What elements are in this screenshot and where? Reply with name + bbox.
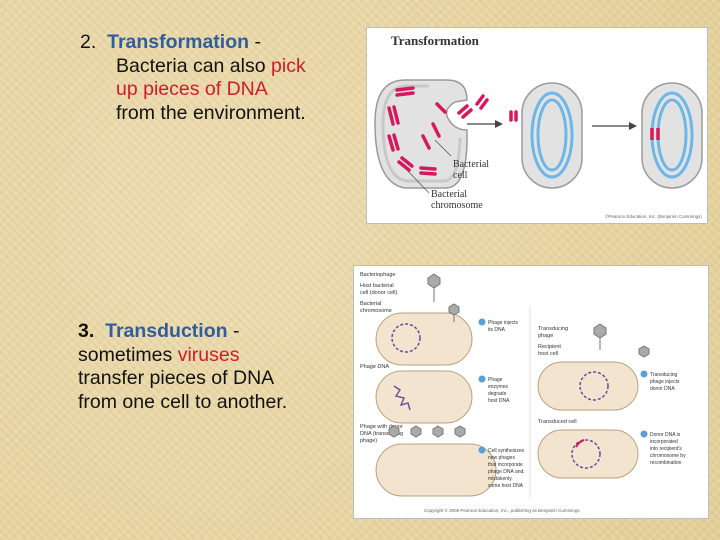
label-phage-donor-1: Phage with donor bbox=[360, 424, 403, 430]
transduction-line2: transfer pieces of DNA bbox=[78, 367, 275, 389]
label-bact-chrom-1: Bacterial bbox=[360, 301, 381, 307]
step-3-l5: mistakenly, bbox=[488, 476, 513, 482]
arrow-2-head bbox=[629, 122, 637, 130]
label-transduced-cell: Transduced cell bbox=[538, 419, 577, 425]
step-5-l5: recombination bbox=[650, 460, 682, 466]
transformation-figure: Transformation bbox=[366, 27, 708, 224]
transformation-line3: from the environment. bbox=[116, 101, 306, 124]
step-5-l4: chromosome by bbox=[650, 453, 686, 459]
step-2-l4: host DNA bbox=[488, 398, 510, 404]
label-chromosome-1: Bacterial bbox=[431, 189, 467, 200]
step-3-l2: new phages bbox=[488, 455, 515, 461]
dna-fragments-free bbox=[457, 94, 489, 119]
label-bacteriophage: Bacteriophage bbox=[360, 272, 395, 278]
transformation-credit: ©Pearson Education, Inc. (Benjamin Cummi… bbox=[605, 213, 702, 219]
cell-1-inner bbox=[381, 84, 462, 183]
step-1-l2: its DNA bbox=[488, 327, 506, 333]
step-4-l1: Transducing bbox=[650, 372, 678, 378]
transduction-text: 3. Transduction - sometimes viruses tran… bbox=[78, 320, 348, 414]
step-3-badge bbox=[478, 446, 486, 454]
transduced-cell bbox=[537, 429, 639, 479]
step-3-l1: Cell synthesizes bbox=[488, 448, 525, 454]
label-bacterial-cell-1: Bacterial bbox=[453, 159, 489, 170]
transduction-figure: Bacteriophage Host bacterial cell (donor… bbox=[353, 265, 709, 519]
transformation-figure-title: Transformation bbox=[391, 33, 480, 48]
label-line-cell bbox=[434, 139, 452, 157]
transduced-chromosome bbox=[571, 439, 601, 469]
transformation-line2: up pieces of DNA bbox=[116, 78, 268, 100]
transformation-dash: - bbox=[249, 31, 261, 53]
label-phage-dna: Phage DNA bbox=[360, 364, 389, 370]
transduction-line3: from one cell to another. bbox=[78, 390, 288, 413]
label-line-chromosome bbox=[404, 167, 430, 194]
label-bacterial-cell-2: cell bbox=[453, 170, 468, 181]
step-5-l1: Donor DNA is bbox=[650, 432, 681, 438]
recipient-chromosome bbox=[579, 371, 609, 401]
transformation-line1-red: pick bbox=[271, 54, 306, 77]
step-4-l2: phage injects bbox=[650, 379, 680, 385]
label-chromosome-2: chromosome bbox=[431, 200, 483, 211]
label-recipient-2: host cell bbox=[538, 351, 558, 357]
step-4-badge bbox=[640, 370, 648, 378]
step-5-l3: into recipient's bbox=[650, 446, 682, 452]
transduced-donor-dna bbox=[575, 439, 585, 448]
step-5-badge bbox=[640, 430, 648, 438]
recipient-cell bbox=[537, 361, 639, 411]
label-host-cell-1: Host bacterial bbox=[360, 283, 394, 289]
label-host-cell-2: cell (donor cell) bbox=[360, 290, 397, 296]
transformation-diagram: Transformation bbox=[374, 33, 703, 219]
transduction-title: Transduction bbox=[105, 320, 228, 342]
transduction-dash: - bbox=[227, 320, 240, 342]
transformation-line1: Bacteria can also bbox=[116, 54, 272, 77]
phage-group bbox=[388, 273, 650, 438]
cell-3-recombined-dna bbox=[650, 128, 660, 140]
cell-2-chromosome-outer bbox=[530, 91, 574, 179]
degraded-chromosome bbox=[393, 385, 411, 411]
transduction-line1-red: viruses bbox=[177, 343, 240, 366]
step-2-l3: degrade bbox=[488, 391, 507, 397]
step-5-l2: incorporated bbox=[650, 439, 678, 445]
donor-chromosome-1 bbox=[391, 323, 421, 353]
step-3-l4: phage DNA and, bbox=[488, 469, 525, 475]
step-3-l3: that incorporate bbox=[488, 462, 523, 468]
transduction-diagram: Bacteriophage Host bacterial cell (donor… bbox=[360, 272, 686, 513]
label-phage-donor-2: DNA (transducing bbox=[360, 431, 403, 437]
transformation-text: 2. Transformation - Bacteria can also pi… bbox=[80, 31, 360, 125]
step-4-l3: donor DNA bbox=[650, 386, 675, 392]
transduction-credit: Copyright © 2006 Pearson Education, Inc.… bbox=[424, 507, 580, 513]
step-2-l2: enzymes bbox=[488, 384, 509, 390]
dna-fragment-entering bbox=[509, 110, 518, 122]
label-recipient-1: Recipient bbox=[538, 344, 561, 350]
step-2-l1: Phage bbox=[488, 377, 503, 383]
label-bact-chrom-2: chromosome bbox=[360, 308, 392, 314]
arrow-1-head bbox=[495, 120, 503, 128]
transduction-number: 3. bbox=[78, 320, 95, 342]
label-transducing-phage-2: phage bbox=[538, 333, 553, 339]
step-3-l6: some host DNA bbox=[488, 483, 524, 489]
label-phage-donor-3: phage) bbox=[360, 438, 377, 444]
transformation-title: Transformation bbox=[107, 31, 250, 53]
transformation-number: 2. bbox=[80, 31, 97, 53]
dna-fragments-cell-1 bbox=[387, 86, 447, 176]
donor-cell-2 bbox=[375, 370, 473, 424]
donor-cell-1 bbox=[375, 312, 473, 366]
step-2-badge bbox=[478, 375, 486, 383]
donor-cell-3 bbox=[375, 443, 497, 497]
label-transducing-phage-1: Transducing bbox=[538, 326, 568, 332]
step-1-badge bbox=[478, 318, 486, 326]
transduction-line1: sometimes bbox=[78, 343, 178, 366]
cell-2-chromosome-inner bbox=[536, 98, 568, 172]
step-1-l1: Phage injects bbox=[488, 320, 519, 326]
